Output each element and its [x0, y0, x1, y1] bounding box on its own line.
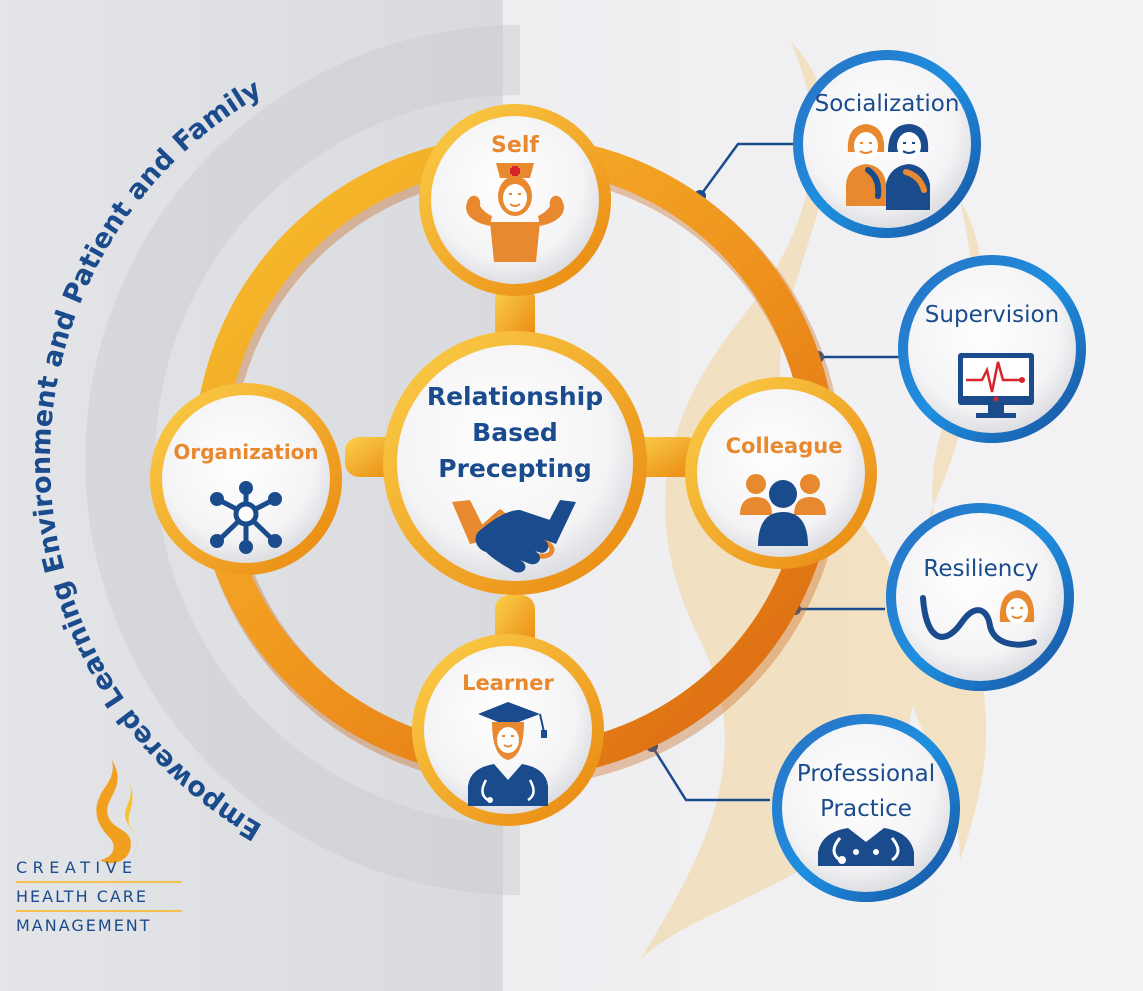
node-self[interactable]: Self [419, 104, 611, 296]
satellite-professional-practice-line-2: Practice [820, 796, 912, 822]
two-friends-icon [846, 124, 930, 210]
handshake-icon [452, 500, 576, 573]
node-learner-label: Learner [462, 671, 554, 695]
logo-divider-2 [16, 910, 182, 912]
center-node[interactable]: Relationship Based Precepting [383, 331, 647, 595]
satellite-professional-practice-line-1: Professional [797, 761, 935, 787]
connector-professional-practice [650, 745, 770, 802]
center-line-2: Based [472, 418, 558, 447]
stethoscope-icon [818, 828, 914, 866]
satellite-socialization[interactable]: Socialization [793, 50, 981, 238]
satellite-resiliency-label: Resiliency [923, 556, 1038, 582]
satellite-professional-practice[interactable]: Professional Practice [772, 714, 960, 902]
wave-person-icon [920, 590, 1037, 648]
satellite-supervision-label: Supervision [925, 302, 1059, 328]
graduate-doctor-icon [468, 702, 548, 806]
node-organization[interactable]: Organization [150, 383, 342, 575]
nurse-flexing-icon [466, 163, 564, 262]
satellite-supervision[interactable]: Supervision [898, 255, 1086, 443]
satellite-resiliency[interactable]: Resiliency [886, 503, 1074, 691]
people-group-icon [740, 474, 826, 546]
heart-monitor-icon [958, 353, 1034, 418]
connector-socialization [698, 142, 795, 197]
node-learner[interactable]: Learner [412, 634, 604, 826]
logo-line-2: HEALTH CARE [16, 887, 149, 906]
logo-line-1: CREATIVE [16, 858, 138, 877]
satellite-socialization-label: Socialization [815, 91, 960, 117]
node-organization-label: Organization [173, 440, 318, 464]
network-hub-icon [210, 481, 282, 554]
background-arc [85, 25, 521, 895]
center-line-1: Relationship [427, 382, 603, 411]
center-line-3: Precepting [438, 454, 592, 483]
node-colleague[interactable]: Colleague [685, 377, 877, 569]
node-self-label: Self [491, 133, 539, 158]
company-logo: CREATIVE HEALTH CARE MANAGEMENT [16, 758, 186, 939]
logo-divider-1 [16, 881, 182, 883]
node-colleague-label: Colleague [726, 434, 843, 458]
flame-logo-icon [96, 760, 137, 864]
logo-line-3: MANAGEMENT [16, 916, 152, 935]
